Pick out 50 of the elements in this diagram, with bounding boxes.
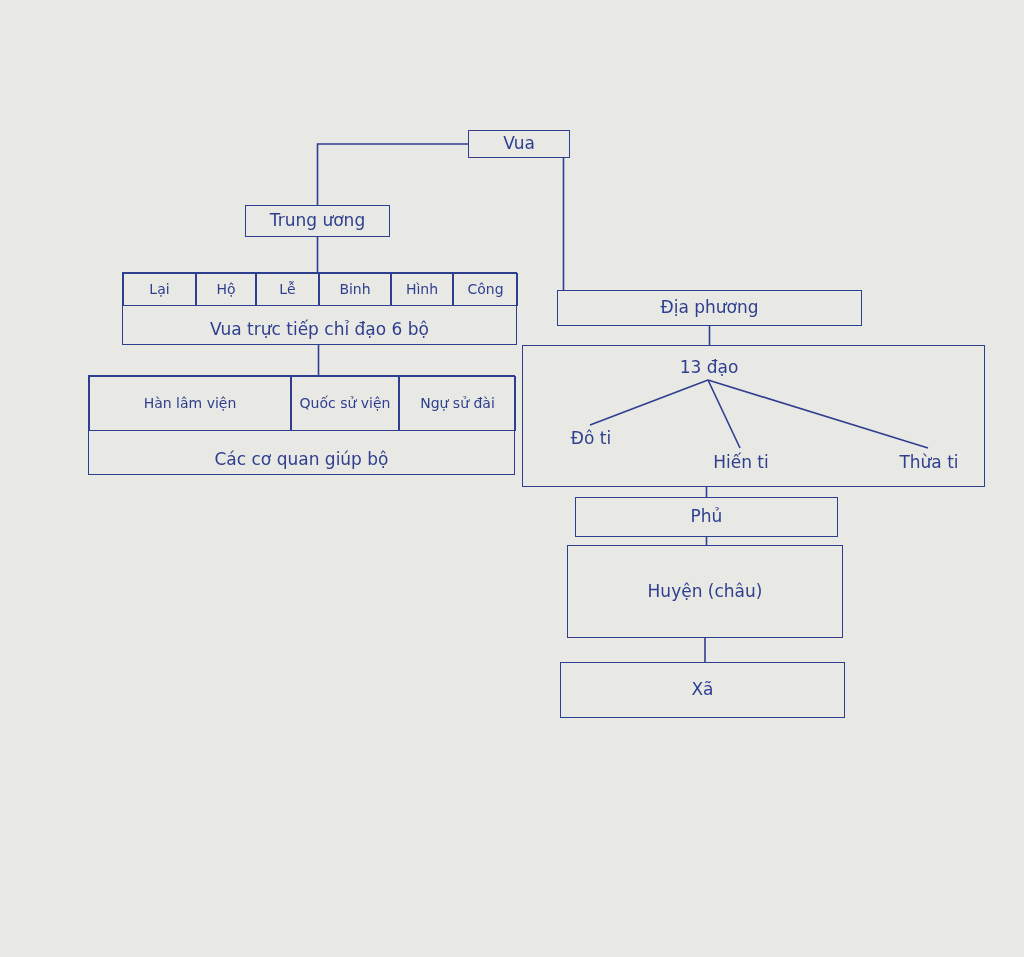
table-cell (89, 376, 291, 431)
connector-line (589, 379, 709, 426)
node-label: Vua trực tiếp chỉ đạo 6 bộ (210, 318, 429, 340)
table-cell (291, 376, 399, 431)
table-cell (319, 273, 391, 306)
table-cell (399, 376, 516, 431)
table-cell (123, 273, 196, 306)
node-label: Lại (149, 280, 170, 299)
node-label: Các cơ quan giúp bộ (214, 448, 389, 470)
node-label: Quốc sử viện (299, 394, 391, 413)
node-label: Hiến ti (713, 452, 769, 474)
node-label: Hộ (216, 280, 236, 299)
node-label: Vua (503, 133, 535, 155)
table-cell (391, 273, 453, 306)
connector-line (704, 637, 706, 663)
node-label: Binh (339, 280, 371, 299)
connector-line (707, 379, 741, 449)
table-box (122, 272, 517, 345)
connector-line (562, 157, 565, 291)
node-label: Trung ương (269, 210, 366, 232)
table-cell (256, 273, 319, 306)
connector-line (316, 236, 319, 273)
table-box (88, 375, 515, 475)
node-label: Lễ (279, 280, 296, 299)
table-cell (196, 273, 256, 306)
node-label: Hàn lâm viện (143, 394, 237, 413)
outline-box (522, 345, 985, 487)
node-label: Đô ti (570, 428, 612, 450)
node-label: Hình (405, 280, 439, 299)
connector-line (705, 536, 708, 546)
node-label: Công (467, 280, 504, 299)
box (567, 545, 843, 638)
node-label: Địa phương (660, 297, 759, 319)
connector-line (705, 486, 708, 498)
connector-line (317, 344, 320, 376)
connector-line (316, 143, 469, 206)
node-label: Ngự sử đài (420, 394, 495, 413)
box (468, 130, 570, 158)
box (245, 205, 390, 237)
connector-line (708, 325, 711, 346)
box (575, 497, 838, 537)
box (560, 662, 845, 718)
connector-line (707, 379, 929, 449)
node-label: Phủ (690, 506, 723, 528)
node-label: 13 đạo (679, 357, 739, 379)
node-label: Thừa ti (899, 452, 959, 474)
box (557, 290, 862, 326)
table-cell (453, 273, 518, 306)
node-label: Huyện (châu) (647, 580, 763, 603)
node-label: Xã (691, 679, 714, 701)
